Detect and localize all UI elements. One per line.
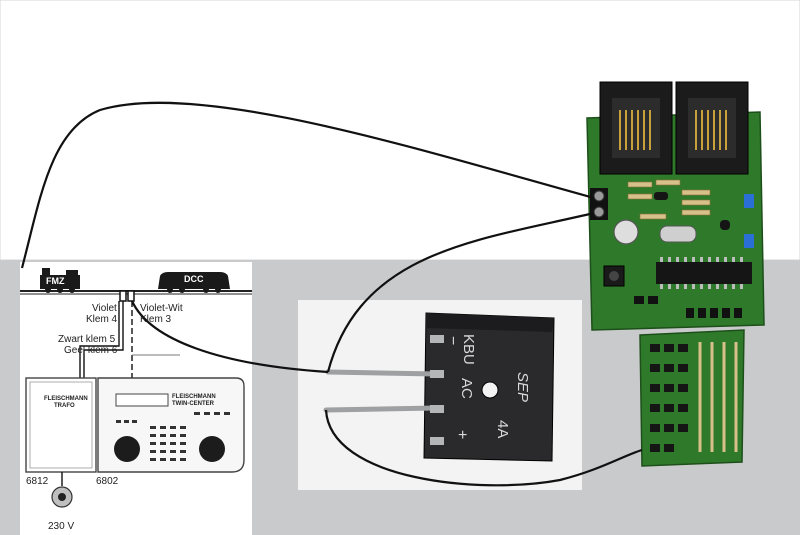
- rectifier-model-label: KBU: [460, 334, 477, 365]
- rj-jack-right-icon: [675, 81, 749, 175]
- trafo-brand-label: FLEISCHMANN: [44, 396, 88, 402]
- dcc-locomotive-icon: [158, 272, 230, 293]
- wire-terminal-to-rectifier: [326, 211, 595, 373]
- geel-klem6-label: Geel klem 6: [64, 345, 118, 356]
- rectifier-plus-label: +: [458, 427, 468, 444]
- led-blue-2: [744, 234, 754, 248]
- klem3-label: Klem 3: [140, 314, 172, 325]
- connection-wires: [20, 101, 643, 487]
- wire-top-to-layout: [20, 101, 595, 269]
- capacitor-icon: [613, 219, 639, 245]
- expansion-components: [650, 344, 688, 452]
- led-blue-1: [744, 194, 754, 208]
- mains-voltage-label: 230 V: [48, 521, 75, 532]
- twin-center-keypad: [116, 412, 230, 461]
- zwart-klem5-label: Zwart klem 5: [58, 334, 116, 345]
- pin-header: [634, 296, 742, 318]
- violet-wit-label: Violet-Wit: [140, 303, 183, 314]
- rectifier-ac-label: AC: [458, 378, 475, 399]
- crystal-icon: [659, 225, 697, 243]
- layout-wiring: [79, 301, 180, 378]
- trafo-sub-label: TRAFO: [54, 403, 75, 409]
- wire-violet-to-rectifier: [131, 300, 329, 374]
- screw-terminal-icon: [590, 188, 608, 220]
- twin-center-sub-label: TWIN-CENTER: [172, 401, 214, 407]
- fleischmann-trafo: [25, 377, 97, 473]
- pcb-expansion-board: [639, 329, 745, 467]
- rectifier-mount-hole: [481, 381, 499, 399]
- rectifier-pin-stubs: [430, 335, 444, 445]
- mains-plug-icon: [51, 472, 73, 508]
- pcb-decoder-board: [586, 81, 765, 331]
- rectifier-current-label: 4A: [494, 420, 511, 439]
- fmz-label: FMZ: [46, 276, 65, 286]
- twin-center-brand-label: FLEISCHMANN: [172, 394, 216, 400]
- expansion-resistors: [698, 342, 738, 452]
- ic-chip-icon: [656, 257, 752, 289]
- dcc-label: DCC: [184, 274, 204, 284]
- klem4-label: Klem 4: [86, 314, 118, 325]
- trafo-number-label: 6812: [26, 476, 49, 487]
- rj-jack-left-icon: [599, 81, 673, 175]
- pcb-resistors: [627, 179, 711, 220]
- rectifier-minus-label: −: [444, 336, 461, 346]
- fmz-locomotive-icon: [40, 268, 80, 293]
- twin-center-right-knob: [199, 436, 225, 462]
- twin-center-left-knob: [114, 436, 140, 462]
- violet-label: Violet: [92, 303, 117, 314]
- wire-rectifier-to-expansion: [324, 409, 643, 487]
- fleischmann-twin-center: [97, 377, 245, 473]
- rectifier-brand-label: SEP: [514, 372, 531, 403]
- small-transistors: [654, 192, 730, 230]
- twin-center-number-label: 6802: [96, 476, 119, 487]
- bridge-rectifier: [323, 312, 555, 462]
- rectifier-leads: [323, 369, 439, 413]
